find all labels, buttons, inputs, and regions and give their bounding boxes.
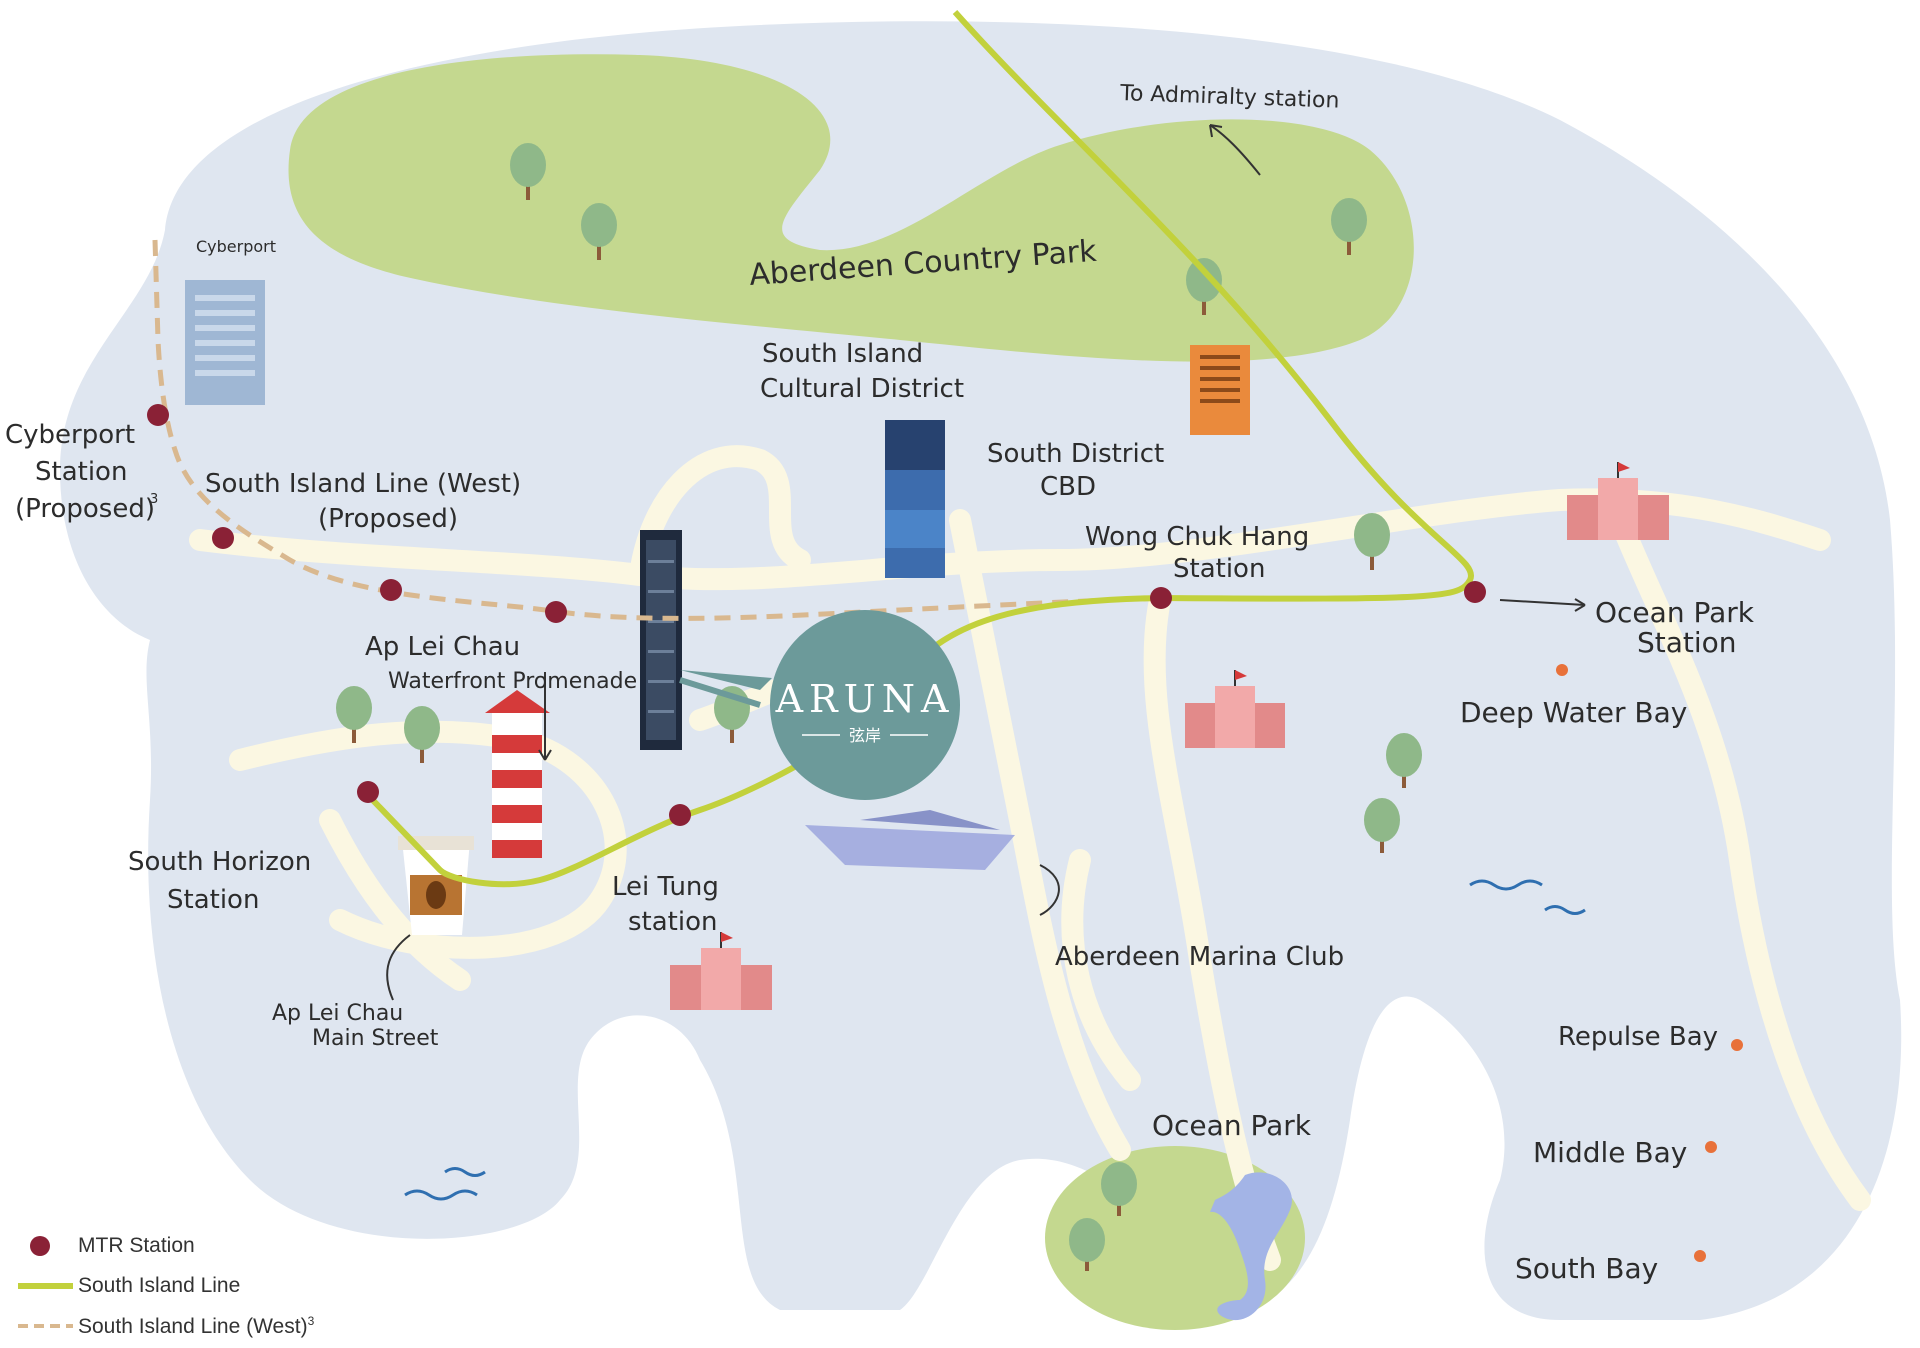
label-marina-club: Aberdeen Marina Club <box>1055 942 1344 972</box>
aruna-name-cn: 弦岸 <box>849 726 881 745</box>
label-main-street-2: Main Street <box>312 1026 439 1051</box>
aruna-tower <box>640 530 772 750</box>
legend-item-sil: South Island Line <box>18 1266 438 1306</box>
label-repulse-bay: Repulse Bay <box>1558 1022 1718 1052</box>
label-cultural-2: Cultural District <box>760 374 964 404</box>
label-south-horizon-1: South Horizon <box>128 847 311 877</box>
label-cultural-1: South Island <box>762 339 923 369</box>
mtr-station-icon <box>30 1236 50 1256</box>
label-cbd-2: CBD <box>1040 472 1096 502</box>
label-cyberport-station-3: (Proposed) <box>15 494 155 524</box>
aruna-badge: ARUNA 弦岸 <box>679 610 960 800</box>
label-promenade-2: Waterfront Promenade <box>388 669 637 694</box>
legend-label-mtr: MTR Station <box>78 1234 195 1257</box>
sil-west-line-icon <box>18 1324 73 1328</box>
label-south-bay: South Bay <box>1515 1252 1658 1285</box>
label-promenade-1: Ap Lei Chau <box>365 632 520 662</box>
label-sil-west-2: (Proposed) <box>318 504 458 534</box>
legend-label-sil: South Island Line <box>78 1274 241 1297</box>
schools <box>670 462 1669 1010</box>
aruna-name: ARUNA <box>775 677 955 721</box>
beach-markers <box>1556 664 1743 1262</box>
trees <box>336 143 1422 1271</box>
label-cyberport-station-1: Cyberport <box>5 420 135 450</box>
label-sil-west-1: South Island Line (West) <box>205 469 521 499</box>
legend-item-mtr: MTR Station <box>18 1226 438 1266</box>
label-cyberport-station-sup: 3 <box>150 492 158 507</box>
legend-label-sil-west-sup: 3 <box>307 1313 315 1328</box>
label-cyberport-station-2: Station <box>35 457 127 487</box>
orange-office-building <box>1190 345 1250 435</box>
cyberport-building <box>185 280 265 405</box>
label-main-street-1: Ap Lei Chau <box>272 1001 403 1026</box>
label-ocean-park-station-1: Ocean Park <box>1595 596 1755 629</box>
label-wong-chuk-hang-1: Wong Chuk Hang <box>1085 522 1309 552</box>
water-waves <box>404 879 1586 1201</box>
label-lei-tung-1: Lei Tung <box>612 872 719 902</box>
lighthouse <box>485 690 550 858</box>
label-lei-tung-2: station <box>628 907 717 937</box>
map-labels: To Admiralty station Aberdeen Country Pa… <box>5 81 1755 1285</box>
label-cbd-1: South District <box>987 439 1164 469</box>
map-legend: MTR Station South Island Line South Isla… <box>18 1226 438 1346</box>
sil-line-icon <box>18 1283 73 1289</box>
label-middle-bay: Middle Bay <box>1533 1136 1687 1169</box>
mtr-stations <box>147 404 1486 826</box>
coffee-cup-icon <box>398 836 474 935</box>
label-wong-chuk-hang-2: Station <box>1173 554 1265 584</box>
seahorse-icon <box>1210 1172 1292 1321</box>
legend-item-sil-west: South Island Line (West)3 <box>18 1306 438 1346</box>
label-south-horizon-2: Station <box>167 885 259 915</box>
label-ocean-park-station-2: Station <box>1637 626 1737 659</box>
country-park-area <box>288 54 1414 362</box>
sil-west-line <box>152 239 1161 621</box>
legend-label-sil-west: South Island Line (West) <box>78 1314 308 1338</box>
yacht-icon <box>805 810 1015 870</box>
label-deep-water-bay: Deep Water Bay <box>1460 696 1687 729</box>
cultural-district-tower <box>885 420 945 578</box>
label-ocean-park: Ocean Park <box>1152 1109 1312 1142</box>
label-cyberport: Cyberport <box>196 237 276 256</box>
annotation-arrows <box>386 124 1586 1001</box>
